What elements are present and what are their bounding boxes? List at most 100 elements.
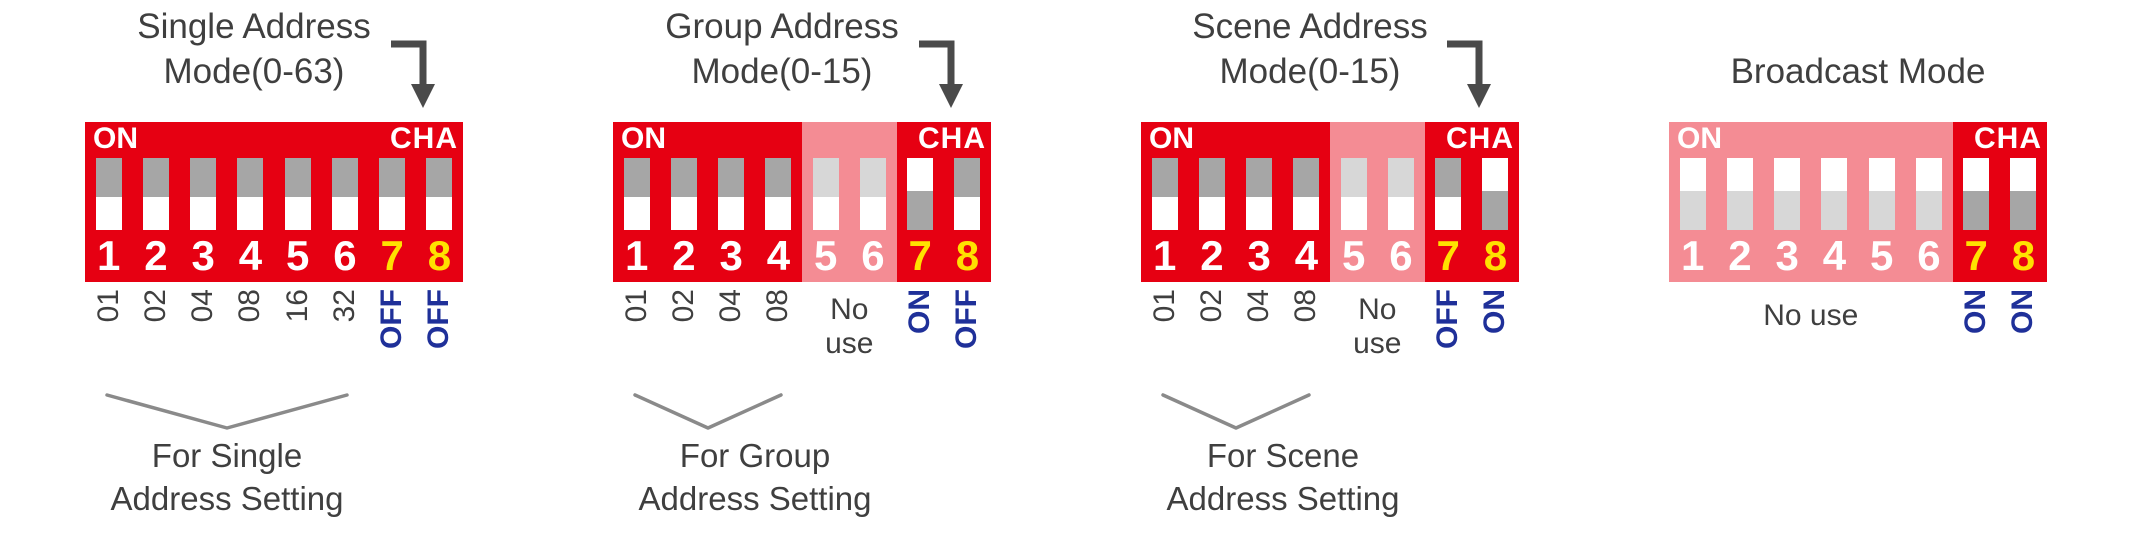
switch-track: [859, 158, 886, 230]
dip-switch-2: 2: [1716, 122, 1764, 282]
no-use-line: No use: [1763, 299, 1859, 332]
no-use-label: No use: [1669, 289, 1953, 333]
switch-track: [95, 158, 122, 230]
switch-knob: [812, 197, 839, 230]
switch-state-label: OFF: [1431, 289, 1465, 349]
switch-state-label: ON: [1478, 289, 1512, 334]
dip-switch-4: 4: [1283, 122, 1330, 282]
dip-switch-3: 3: [1236, 122, 1283, 282]
bracket-row: [613, 389, 991, 435]
value-label: 08: [1289, 289, 1323, 323]
caption-line: Address Setting: [110, 479, 344, 517]
switch-knob: [426, 197, 453, 230]
dip-switch-3: 3: [708, 122, 755, 282]
no-use-line: No: [1358, 293, 1397, 326]
switch-track: [1246, 158, 1273, 230]
switch-track: [1679, 158, 1706, 230]
switch-knob: [670, 197, 697, 230]
switch-number: 5: [1341, 232, 1366, 279]
dip-switch-2: 2: [1188, 122, 1235, 282]
dip-switch-7: 7: [369, 122, 416, 282]
switch-track: [2010, 158, 2037, 230]
dip-switch-1: 1: [1669, 122, 1717, 282]
elbow-arrow-icon: [919, 40, 963, 108]
switch-number: 5: [813, 232, 838, 279]
grouping-bracket-icon: [1161, 393, 1311, 430]
switch-track: [284, 158, 311, 230]
grouping-bracket-icon: [105, 393, 349, 430]
switch-track: [1198, 158, 1225, 230]
switch-track: [1774, 158, 1801, 230]
switch-state-label: ON: [2006, 289, 2040, 334]
switch-track: [1482, 158, 1509, 230]
labels-row: No use ON ON: [1669, 282, 2047, 389]
switch-track: [954, 158, 981, 230]
caption-line: For Scene: [1206, 437, 1360, 474]
dip-switch-1: 1: [613, 122, 660, 282]
switch-number: 8: [427, 232, 452, 279]
switch-number: 4: [238, 232, 263, 279]
switch-track: [142, 158, 169, 230]
dip-switch-2: 2: [660, 122, 707, 282]
caption-line: Address Setting: [638, 479, 872, 517]
value-label: 08: [233, 289, 267, 323]
switch-state-label: ON: [1959, 289, 1993, 334]
dip-switch-7: 7: [1953, 122, 2000, 282]
switch-track: [1915, 158, 1942, 230]
dip-switch-5: 5: [1330, 122, 1378, 282]
switch-track: [426, 158, 453, 230]
switch-number: 2: [1200, 232, 1224, 279]
switch-knob: [718, 197, 745, 230]
value-label: 02: [666, 289, 700, 323]
switch-state-label: OFF: [950, 289, 984, 349]
switch-state-label: ON: [903, 289, 937, 334]
dip-switch-1: 1: [85, 122, 132, 282]
no-use-line: use: [1353, 326, 1402, 360]
panel-title-line: Mode(0-63): [163, 51, 345, 91]
caption-line: Address Setting: [1166, 479, 1400, 517]
switch-track: [623, 158, 650, 230]
switch-track: [1435, 158, 1462, 230]
switch-knob: [1774, 158, 1801, 191]
bracket-row: [1141, 389, 1519, 435]
switch-knob: [237, 197, 264, 230]
on-label: ON: [621, 122, 666, 155]
panel-title-line: Single Address: [137, 7, 371, 47]
no-use-line: No: [830, 293, 869, 326]
switch-number: 6: [1389, 232, 1413, 279]
value-label: 04: [714, 289, 748, 323]
switch-track: [907, 158, 934, 230]
switch-number: 8: [1483, 232, 1508, 279]
dip-switch-8: 8: [2000, 122, 2047, 282]
dip-switch-2: 2: [132, 122, 179, 282]
switch-number: 4: [1294, 232, 1319, 279]
switch-track: [237, 158, 264, 230]
dip-switch-8: 8: [1472, 122, 1519, 282]
switch-knob: [1387, 197, 1414, 230]
channel-label: CHA: [918, 122, 986, 155]
value-label: 32: [327, 289, 361, 323]
switch-number: 1: [1152, 232, 1177, 279]
switch-number: 1: [1680, 232, 1705, 279]
switch-track: [670, 158, 697, 230]
switch-knob: [331, 197, 358, 230]
channel-label: CHA: [1974, 122, 2042, 155]
dip-switch-6: 6: [1905, 122, 1953, 282]
switch-number: 8: [2011, 232, 2036, 279]
value-label: 02: [1194, 289, 1228, 323]
switch-knob: [1482, 158, 1509, 191]
switch-knob: [623, 197, 650, 230]
